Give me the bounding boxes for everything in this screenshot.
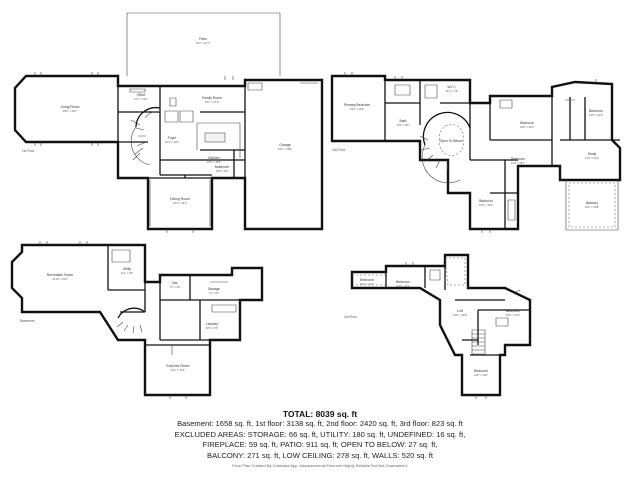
wic-label: W.I.C. (447, 85, 456, 89)
recreation-room-label: Recreation Room (47, 273, 74, 277)
storage-dims: 7'4" x 6'1" (208, 291, 219, 295)
first-floor-windows (34, 72, 234, 233)
attic-bedroom-3-label: Bedroom (506, 309, 520, 313)
bedroom-5-dims: 13'5" x 12'6" (589, 113, 603, 117)
basement-interior-walls (107, 245, 240, 346)
patio-label: Patio (199, 37, 207, 41)
mudroom-dims: 13'8" x 5'9" (216, 169, 229, 173)
bedroom-5-label: Bedroom (589, 109, 603, 113)
credit-text: Floor Plan Created By Cubicasa App. Meas… (232, 463, 408, 468)
patio: Patio 36'7" x 21'7" (126, 12, 281, 76)
attic-bedroom-4-label: Bedroom (474, 369, 488, 373)
second-floor-exterior-wall (330, 74, 622, 231)
basement-plan: Recreation Room 31'10" x 19'3" Utility 1… (10, 241, 264, 399)
family-room-dims: 23'7" x 17'3" (205, 100, 219, 104)
dining-room-dims: 15'3" x 14'1" (173, 201, 187, 205)
balcony-dims: 19'1" x 13'8" (585, 205, 599, 209)
patio-dims: 36'7" x 21'7" (196, 41, 210, 45)
utility-dims: 11'1" x 9'6" (121, 271, 134, 275)
kitchen-dims: 18'4" x 16'8" (207, 160, 221, 164)
foyer-dims: 16'1" x 11'6" (165, 140, 179, 144)
floor-plan: Patio 36'7" x 21'7" Living R (10, 12, 622, 399)
second-floor-interior-walls (384, 80, 620, 229)
primary-bath-label: Bath (400, 119, 407, 123)
bedroom-2-label: Bedroom (520, 121, 534, 125)
first-floor-plan: Patio 36'7" x 21'7" Living R (13, 12, 324, 233)
third-floor-interior-walls (385, 266, 530, 356)
bar-label: Bar (172, 281, 178, 285)
utility-label: Utility (123, 267, 132, 271)
first-floor-exterior-wall (13, 74, 324, 231)
third-floor-plan: Bedroom 16'2" x 10'0" Bedroom 13'4" x 12… (344, 253, 532, 399)
kitchen-island (204, 132, 226, 143)
attic-bedroom-4-dims: 14'6" x 11'8" (474, 373, 488, 377)
open-to-below: Open To Below (419, 111, 471, 184)
third-floor-staircase (471, 329, 486, 355)
area-summary: TOTAL: 8039 sq. ft Basement: 1658 sq. ft… (0, 409, 640, 470)
attic-bedroom-1-label: Bedroom (360, 278, 374, 282)
excluded-areas-1: EXCLUDED AREAS: STORAGE: 66 sq. ft, UTIL… (174, 429, 466, 439)
floor-areas: Basement: 1658 sq. ft, 1st floor: 3138 s… (177, 419, 463, 428)
office-dims: 13'1" x 11'0" (134, 97, 148, 101)
excluded-areas-2: FIREPLACE: 59 sq. ft, PATIO: 911 sq. ft,… (202, 440, 438, 449)
garage-label: Garage (279, 143, 290, 147)
open-to-below-label: Open To Below (440, 139, 463, 143)
balcony-label: Balcony (586, 201, 598, 205)
laundry-label: Laundry (206, 322, 219, 326)
bar-dims: 7'1" x 4'9" (169, 285, 180, 289)
first-floor-interior-walls (117, 80, 246, 229)
attic-bedroom-2-label: Bedroom (396, 280, 410, 284)
garage-dims: 25'5" x 23'8" (278, 147, 292, 151)
mudroom-label: Mudroom (215, 165, 229, 169)
basement-staircase (116, 307, 146, 334)
living-room-label: Living Room (61, 105, 80, 109)
primary-bedroom-dims: 19'4" x 14'3" (350, 107, 364, 111)
storage-label: Storage (208, 287, 220, 291)
study-dims: 12'4" x 9'10" (585, 156, 599, 160)
bedroom-3-label: Bedroom (511, 157, 525, 161)
second-floor-label: 2nd Floor (332, 148, 346, 152)
dining-room-label: Dining Room (170, 197, 190, 201)
basement-exterior-wall (10, 243, 264, 397)
attic-bedroom-2-dims: 13'4" x 12'1" (396, 284, 410, 288)
wic-dims: 11'3" x 7'8" (446, 89, 459, 93)
bedroom-2-dims: 14'8" x 12'6" (520, 125, 534, 129)
total-area: TOTAL: 8039 sq. ft (282, 409, 358, 419)
second-floor-windows (344, 72, 597, 233)
family-room-label: Family Room (202, 96, 222, 100)
exercise-room-label: Exercise Room (167, 364, 190, 368)
foyer-label: Foyer (168, 136, 178, 140)
basement-windows (39, 241, 187, 399)
living-room-dims: 26'2" x 15'1" (63, 109, 77, 113)
excluded-areas-3: BALCONY: 271 sq. ft, LOW CEILING: 278 sq… (207, 450, 433, 460)
bedroom-4-label: Bedroom (479, 199, 493, 203)
recreation-room-dims: 31'10" x 19'3" (52, 277, 68, 281)
loft-dims: 16'8" x 10'5" (453, 313, 467, 317)
balcony: Balcony 19'1" x 13'8" (565, 180, 619, 231)
primary-bedroom-label: Primary Bedroom (344, 103, 371, 107)
basement-label: Basement (20, 319, 34, 323)
study-label: Study (588, 152, 597, 156)
bedroom-3-dims: 13'9" x 13'7" (511, 161, 525, 165)
kitchen-label: Kitchen (208, 156, 219, 160)
primary-bath-dims: 13'1" x 8'0" (397, 123, 410, 127)
attic-bedroom-1-dims: 16'2" x 10'0" (360, 282, 374, 286)
bedroom-4-dims: 13'5" x 11'9" (479, 203, 493, 207)
first-floor-staircase (130, 106, 161, 166)
second-floor-plan: Open To Below Balcony 19'1" x 13'8" Prim… (330, 72, 622, 233)
loft-label: Loft (457, 309, 463, 313)
attic-bedroom-3-dims: 15'0" x 11'3" (506, 313, 520, 317)
third-floor-windows (405, 262, 521, 399)
laundry-dims: 10'6" x 9'8" (206, 326, 219, 330)
third-floor-exterior-wall (350, 253, 532, 397)
first-floor-label: 1st Floor (22, 149, 35, 153)
exercise-room-dims: 18'1" x 13'3" (171, 368, 185, 372)
office-label: Office (137, 93, 146, 97)
third-floor-label: 3rd Floor (344, 315, 358, 319)
